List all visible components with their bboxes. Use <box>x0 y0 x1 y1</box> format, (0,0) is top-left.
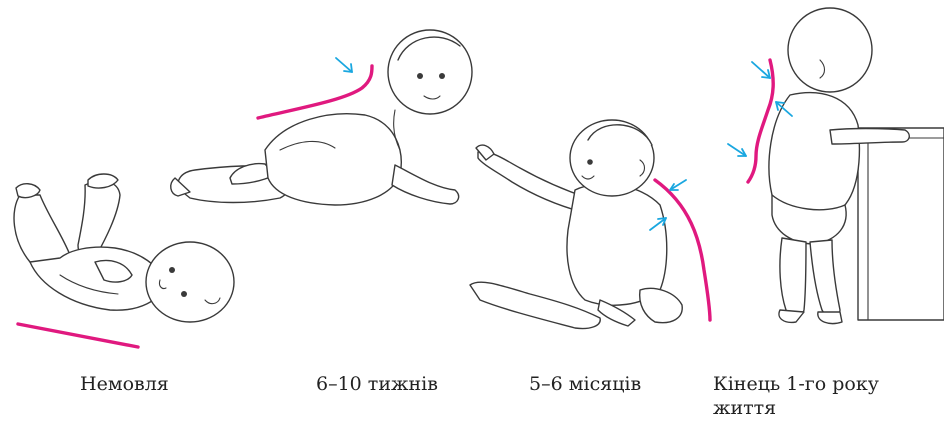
baby-1-year <box>769 8 944 324</box>
caption-6-10-weeks: 6–10 тижнів <box>316 372 438 396</box>
baby-6-10-weeks <box>171 30 472 205</box>
caption-5-6-months: 5–6 місяців <box>529 372 641 396</box>
caption-end-of-first-year: Кінець 1-го року життя <box>713 372 943 420</box>
arrow-icon <box>728 144 746 156</box>
caption-newborn: Немовля <box>80 372 169 396</box>
arrow-icon <box>752 62 770 78</box>
spine-line-6-10-weeks <box>258 66 372 118</box>
arrow-icon <box>336 58 352 72</box>
spine-line-newborn <box>18 324 138 347</box>
baby-5-6-months <box>470 120 682 329</box>
arrow-icon <box>670 180 686 190</box>
